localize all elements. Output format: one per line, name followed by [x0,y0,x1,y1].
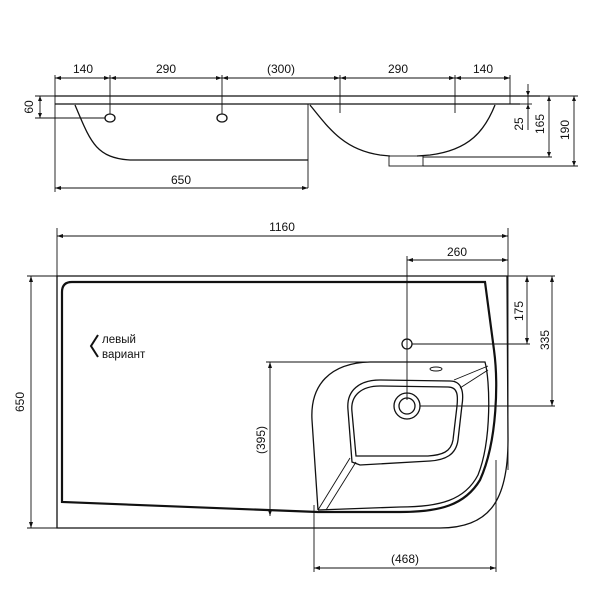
dim-140-right: 140 [473,62,493,76]
dim-190: 190 [558,120,572,140]
variant-label-line2: вариант [102,349,146,361]
dim-468: (468) [391,552,419,566]
dim-290-right: 290 [388,62,408,76]
dim-1160: 1160 [269,220,295,234]
dim-60: 60 [22,100,36,114]
dim-650-top: 650 [13,392,27,412]
dim-165: 165 [533,114,547,134]
dim-290-left: 290 [156,62,176,76]
dim-300: (300) [267,62,295,76]
dim-335: 335 [538,330,552,350]
dim-140-left: 140 [73,62,93,76]
variant-label-line1: левый [102,334,136,346]
side-view: 140 290 (300) 290 140 60 650 25 165 190 [22,62,578,192]
chevron-left-icon [89,334,99,358]
top-view: 1160 650 левый вариант [13,220,555,572]
dim-260: 260 [447,245,467,259]
dim-175: 175 [512,301,526,321]
dim-650-side: 650 [171,173,191,187]
dim-25: 25 [512,117,526,131]
dim-395: (395) [254,426,268,454]
